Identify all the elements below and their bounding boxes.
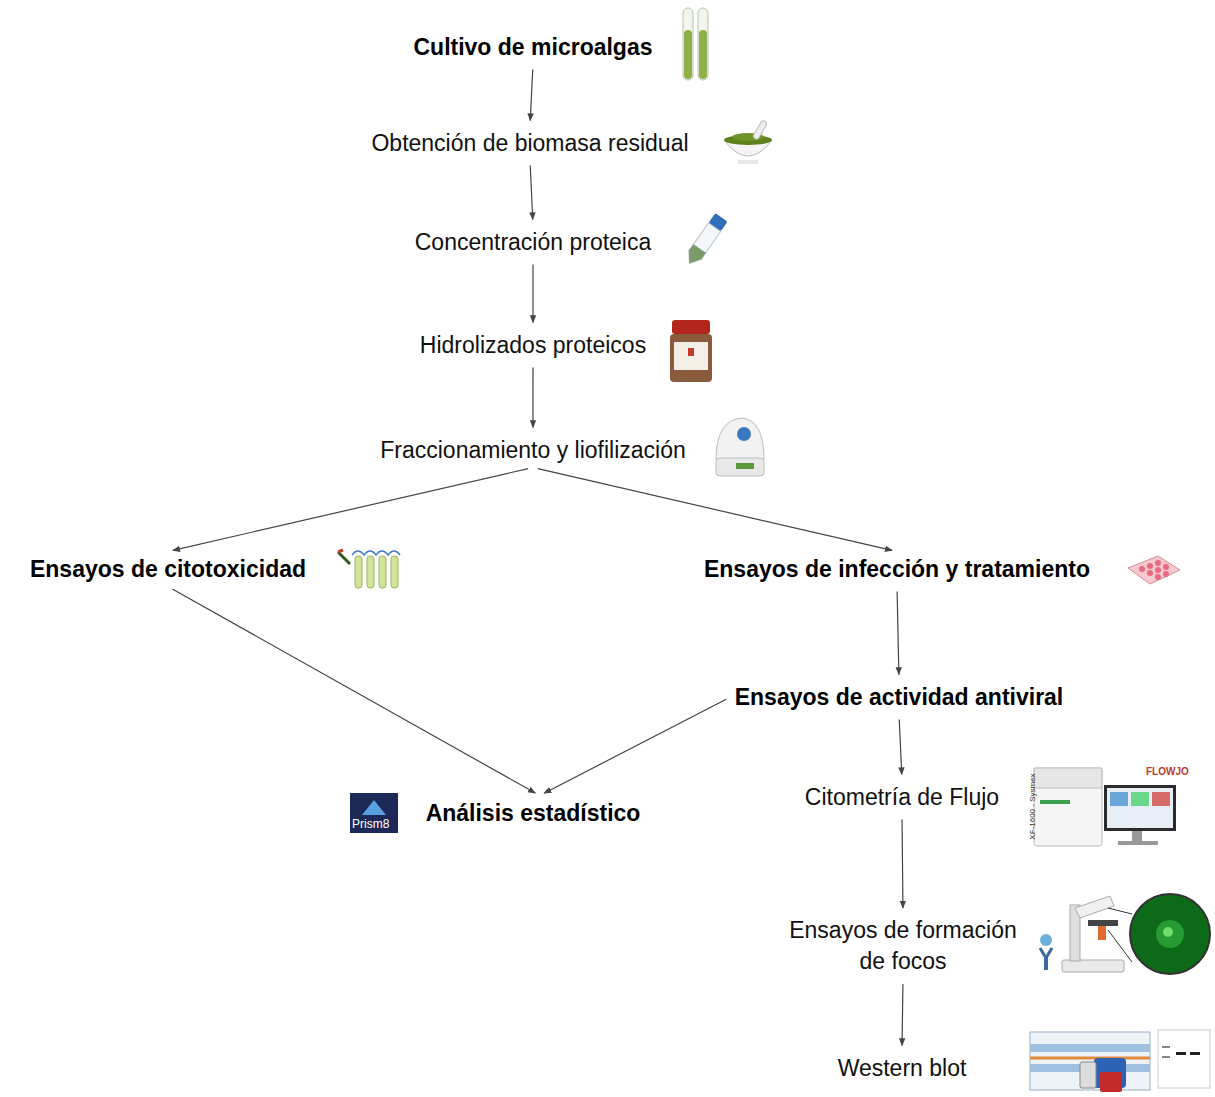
- mortar-icon: [724, 120, 772, 164]
- flow-cytometer-icon: [1034, 768, 1176, 846]
- reagent-jar-icon: [670, 320, 712, 382]
- process-step: Análisis estadístico: [422, 796, 645, 831]
- flow-arrow: [899, 719, 902, 774]
- flow-arrow: [172, 589, 535, 793]
- process-step: Fraccionamiento y liofilización: [376, 433, 690, 468]
- process-step: Ensayos de citotoxicidad: [26, 552, 310, 587]
- process-step: Cultivo de microalgas: [409, 30, 656, 65]
- step-label: Hidrolizados proteicos: [420, 330, 646, 361]
- western-blot-icon: [1030, 1030, 1210, 1092]
- microscope-icon: [1040, 894, 1210, 974]
- process-step: Western blot: [834, 1051, 971, 1086]
- flow-arrow: [538, 469, 892, 551]
- flow-arrow: [530, 165, 533, 219]
- step-label: Ensayos de formación de focos: [781, 915, 1026, 977]
- step-label: Ensayos de infección y tratamiento: [704, 554, 1090, 585]
- flow-arrow: [532, 368, 533, 428]
- process-step: Concentración proteica: [411, 225, 656, 260]
- flow-arrow: [901, 984, 903, 1046]
- step-label: Ensayos de actividad antiviral: [735, 682, 1064, 713]
- flow-arrow: [532, 265, 533, 323]
- step-label: Fraccionamiento y liofilización: [380, 435, 686, 466]
- step-label: Concentración proteica: [415, 227, 652, 258]
- process-step: Ensayos de formación de focos: [777, 913, 1030, 979]
- test-tubes-icon: [683, 8, 708, 80]
- flow-arrow: [897, 591, 899, 674]
- process-step: Ensayos de infección y tratamiento: [700, 552, 1094, 587]
- well-plate-icon: [1128, 556, 1180, 584]
- step-label: Cultivo de microalgas: [413, 32, 652, 63]
- step-label: Obtención de biomasa residual: [371, 128, 688, 159]
- process-step: Ensayos de actividad antiviral: [731, 680, 1068, 715]
- flow-arrow: [173, 469, 528, 551]
- flow-arrow: [530, 69, 533, 120]
- process-step: Citometría de Flujo: [801, 780, 1003, 815]
- prism-logo: [350, 793, 398, 833]
- icon-text: FLOWJO: [1146, 766, 1189, 777]
- icon-text: Prism8: [352, 817, 389, 831]
- flow-arrow: [901, 820, 903, 909]
- falcon-tube-icon: [683, 213, 727, 267]
- icon-text: XF-1600 - Sysmex: [1028, 773, 1037, 839]
- step-label: Citometría de Flujo: [805, 782, 999, 813]
- process-step: Hidrolizados proteicos: [416, 328, 650, 363]
- flow-arrow: [544, 699, 726, 793]
- step-label: Análisis estadístico: [426, 798, 641, 829]
- step-label: Ensayos de citotoxicidad: [30, 554, 306, 585]
- tube-rack-icon: [338, 550, 400, 588]
- step-label: Western blot: [838, 1053, 967, 1084]
- process-step: Obtención de biomasa residual: [367, 126, 692, 161]
- centrifuge-icon: [716, 418, 764, 476]
